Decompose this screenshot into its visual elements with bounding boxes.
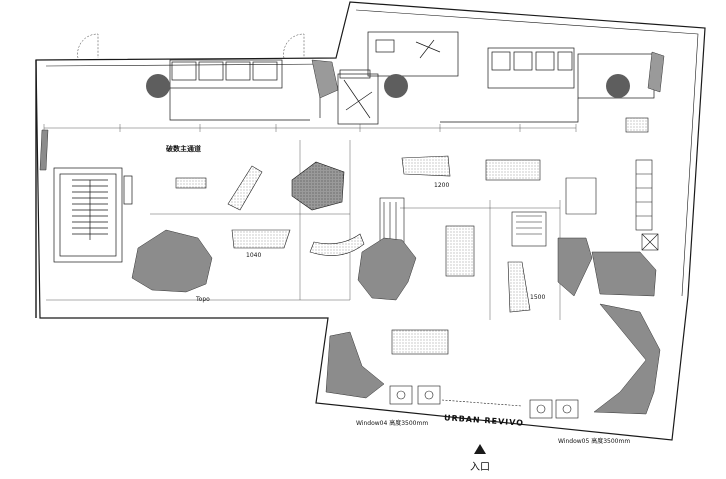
dimension-lines (43, 124, 577, 320)
central-top-block (337, 31, 459, 125)
fitting-rooms-right (440, 47, 655, 123)
column-circle (384, 74, 408, 98)
display-fixtures (175, 117, 649, 355)
right-lockers (635, 159, 659, 251)
zone-label: 破数主通道 (166, 145, 201, 153)
column-circle (146, 74, 170, 98)
doors-top (77, 33, 305, 59)
top-label: Topo (196, 296, 210, 303)
wall-block-gray-right (647, 51, 665, 93)
window-right-label: Window05 高度3500mm (558, 438, 631, 445)
wall-block-gray-top (311, 59, 339, 99)
window-left-label: Window04 高度3500mm (356, 420, 429, 427)
fitting-rooms-left (169, 59, 321, 121)
outer-walls (35, 1, 706, 441)
staircase-left (53, 167, 133, 263)
window-mannequins (389, 385, 579, 419)
column-circle (606, 74, 630, 98)
dim-label: 1200 (434, 182, 450, 189)
gray-wall-elements (39, 129, 661, 415)
dim-label: 1040 (246, 252, 262, 259)
entrance-label: 入口 (470, 462, 490, 473)
dim-label: 1500 (530, 294, 546, 301)
entrance-arrow-icon (474, 444, 486, 454)
